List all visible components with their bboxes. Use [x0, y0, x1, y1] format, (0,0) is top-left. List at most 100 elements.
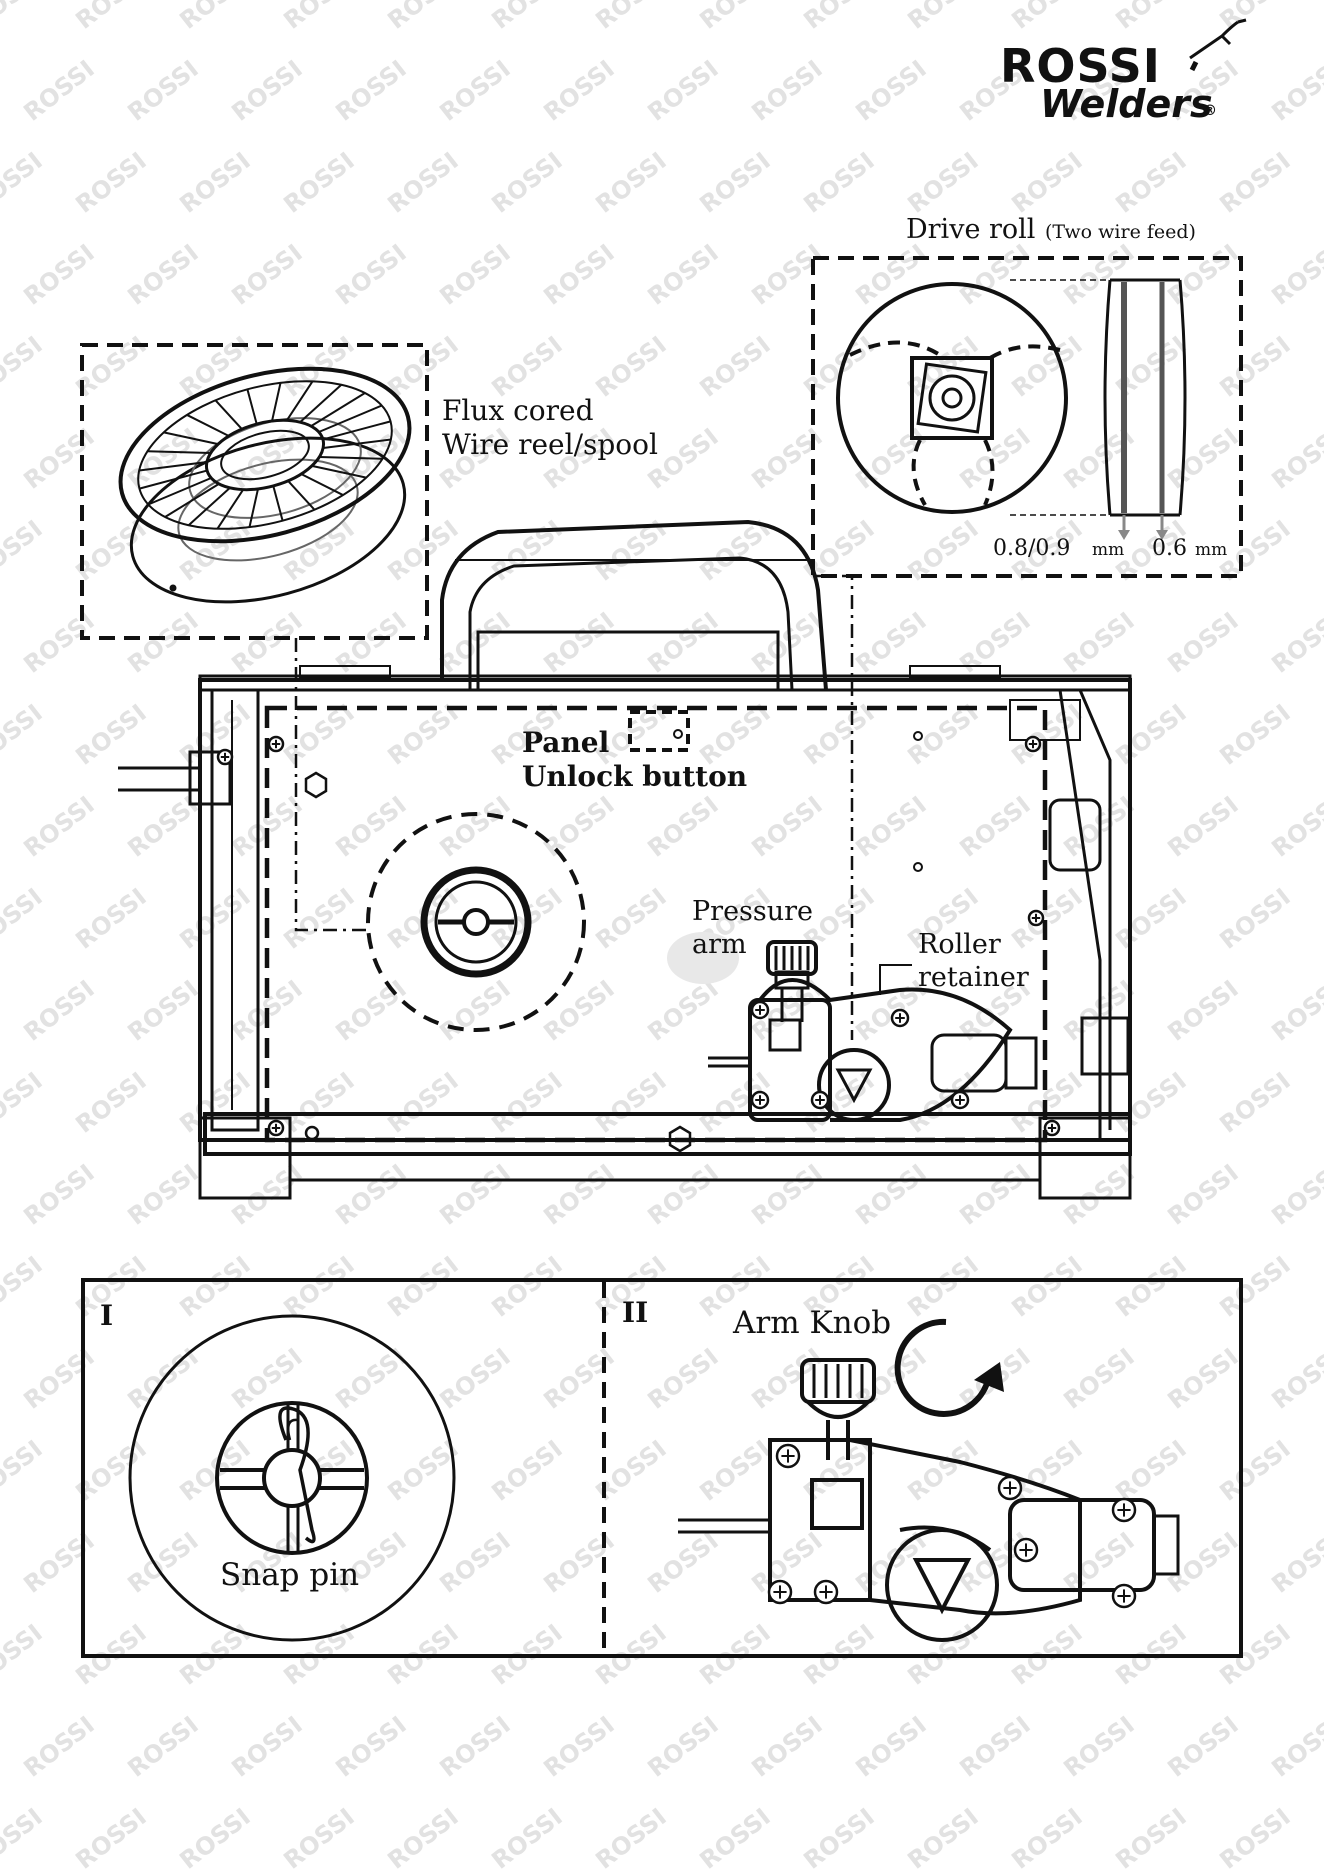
watermark-text: ROSSI	[1266, 423, 1324, 495]
watermark-text: ROSSI	[1266, 607, 1324, 679]
watermark-text: ROSSI	[642, 239, 723, 311]
watermark-text: ROSSI	[226, 1711, 307, 1783]
arm-knob-label: Arm Knob	[732, 1305, 891, 1341]
watermark-text: ROSSI	[694, 331, 775, 403]
watermark-text: ROSSI	[18, 1527, 99, 1599]
watermark-text: ROSSI	[434, 1527, 515, 1599]
watermark-text: ROSSI	[538, 607, 619, 679]
panel-unlock-label-line2: Unlock button	[522, 760, 747, 793]
snap-pin-label: Snap pin	[220, 1557, 359, 1593]
watermark-text: ROSSI	[850, 607, 931, 679]
watermark-text: ROSSI	[538, 975, 619, 1047]
watermark-text: ROSSI	[1214, 699, 1295, 771]
step-panel-frame	[81, 1278, 1243, 1658]
watermark-text: ROSSI	[1110, 1435, 1191, 1507]
closeup-screws	[767, 1443, 1137, 1609]
watermark-text: ROSSI	[850, 55, 931, 127]
watermark-text: ROSSI	[538, 1527, 619, 1599]
watermark-text: ROSSI	[0, 883, 48, 955]
watermark-text: ROSSI	[1214, 1251, 1295, 1323]
watermark-text: ROSSI	[330, 1711, 411, 1783]
watermark-text: ROSSI	[18, 1711, 99, 1783]
watermark-text: ROSSI	[122, 1159, 203, 1231]
watermark-text: ROSSI	[18, 423, 99, 495]
watermark-text: ROSSI	[590, 0, 671, 35]
watermark-text: ROSSI	[18, 1343, 99, 1415]
watermark-text: ROSSI	[434, 239, 515, 311]
watermark-text: ROSSI	[486, 147, 567, 219]
watermark-text: ROSSI	[174, 699, 255, 771]
watermark-text: ROSSI	[902, 147, 983, 219]
watermark-text: ROSSI	[954, 1159, 1035, 1231]
watermark-text: ROSSI	[122, 1527, 203, 1599]
screw-icon	[267, 735, 285, 753]
logo-line-rossi: ROSSI	[1000, 39, 1161, 93]
watermark-text: ROSSI	[746, 239, 827, 311]
watermark-text: ROSSI	[174, 1067, 255, 1139]
watermark-text: ROSSI	[538, 55, 619, 127]
feeder-closeup-drawing	[678, 1358, 1180, 1642]
watermark-text: ROSSI	[0, 1251, 48, 1323]
watermark-text: ROSSI	[590, 1067, 671, 1139]
watermark-text: ROSSI	[226, 1159, 307, 1231]
watermark-text: ROSSI	[954, 791, 1035, 863]
watermark-text: ROSSI	[0, 1067, 48, 1139]
watermark-text: ROSSI	[590, 883, 671, 955]
watermark-text: ROSSI	[1266, 791, 1324, 863]
watermark-text: ROSSI	[0, 1619, 48, 1691]
watermark-text: ROSSI	[486, 515, 567, 587]
watermark-text: ROSSI	[122, 607, 203, 679]
wire-spool-inset: Flux cored Wire reel/spool	[80, 343, 658, 640]
watermark-text: ROSSI	[18, 607, 99, 679]
roller-retainer-pointer	[879, 964, 912, 995]
watermark-text: ROSSI	[486, 331, 567, 403]
watermark-text: ROSSI	[850, 791, 931, 863]
watermark-text: ROSSI	[1006, 147, 1087, 219]
watermark-text: ROSSI	[850, 1711, 931, 1783]
screw-icon	[750, 1090, 770, 1110]
watermark-text: ROSSI	[278, 331, 359, 403]
pressure-arm-highlight	[667, 932, 739, 984]
drive-roll-face	[836, 282, 1068, 514]
watermark-text: ROSSI	[746, 423, 827, 495]
watermark-text: ROSSI	[1214, 1067, 1295, 1139]
watermark-text: ROSSI	[486, 1803, 567, 1872]
watermark-text: ROSSI	[902, 1435, 983, 1507]
watermark-text: ROSSI	[434, 1159, 515, 1231]
welding-torch-icon	[1189, 18, 1247, 72]
panel-unlock-label-line1: Panel	[522, 726, 609, 759]
watermark-text: ROSSI	[486, 1067, 567, 1139]
watermark-text: ROSSI	[382, 147, 463, 219]
leader-lines	[294, 574, 854, 1040]
watermark-text: ROSSI	[746, 791, 827, 863]
rotate-clockwise-icon	[894, 1318, 1004, 1417]
watermark-text: ROSSI	[1266, 1159, 1324, 1231]
watermark-text: ROSSI	[694, 1435, 775, 1507]
watermark-text: ROSSI	[798, 0, 879, 35]
watermark-text: ROSSI	[1214, 147, 1295, 219]
watermark-text: ROSSI	[122, 975, 203, 1047]
watermark-text: ROSSI	[1266, 1711, 1324, 1783]
watermark-text: ROSSI	[278, 0, 359, 35]
watermark-text: ROSSI	[642, 55, 723, 127]
watermark-text: ROSSI	[434, 1343, 515, 1415]
watermark-text: ROSSI	[434, 55, 515, 127]
screw-icon	[767, 1579, 793, 1605]
watermark-text: ROSSI	[226, 55, 307, 127]
watermark-text: ROSSI	[1058, 1159, 1139, 1231]
watermark-text: ROSSI	[1162, 607, 1243, 679]
watermark-text: ROSSI	[18, 975, 99, 1047]
rossi-welders-logo: ROSSI Welders ®	[1000, 18, 1247, 126]
watermark-text: ROSSI	[1266, 55, 1324, 127]
watermark-text: ROSSI	[1214, 1803, 1295, 1872]
watermark-text: ROSSI	[0, 1803, 48, 1872]
watermark-text: ROSSI	[434, 1711, 515, 1783]
watermark-text: ROSSI	[18, 55, 99, 127]
pressure-knob-ridges	[774, 946, 810, 970]
watermark-text: ROSSI	[538, 791, 619, 863]
watermark-text: ROSSI	[486, 1435, 567, 1507]
watermark-text: ROSSI	[382, 1803, 463, 1872]
spool-frame	[80, 343, 429, 640]
watermark-text: ROSSI	[486, 0, 567, 35]
